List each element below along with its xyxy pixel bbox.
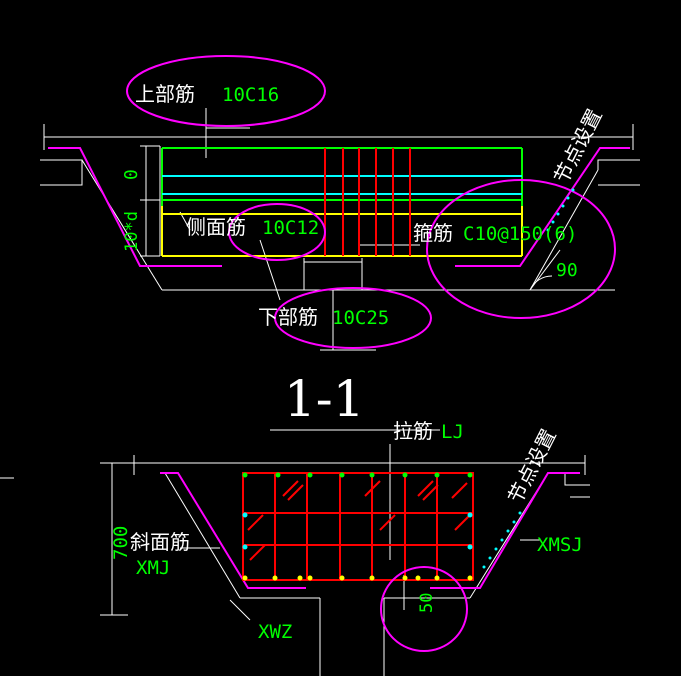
dim-50: 50 [417, 593, 437, 613]
section-title: 1-1 [284, 370, 365, 428]
top-bar-label: 上部筋 [135, 82, 195, 106]
tie-bar-label: 拉筋 [393, 419, 433, 443]
bottom-bottom-bar-dots [242, 575, 473, 581]
top-section: 上部筋 10C16 侧面筋 10C12 箍筋 C10@150(6) 下部筋 10… [40, 55, 640, 351]
side-bar-value: 10C12 [262, 217, 319, 239]
bottom-bar-value: 10C25 [332, 307, 389, 329]
side-bar-label: 侧面筋 [186, 215, 246, 239]
section-title-group: 1-1 [270, 370, 440, 431]
top-highlight-ellipses [126, 55, 616, 349]
top-stirrups [324, 148, 411, 256]
bottom-side-bar-dots [242, 511, 522, 569]
dim-height: 700 [110, 526, 132, 560]
top-bar-value: 10C16 [222, 84, 279, 106]
slope-bar-label: 斜面筋 [130, 530, 190, 554]
dim-10d: 10*d [122, 211, 142, 252]
bottom-slope-rebars [160, 472, 580, 589]
stirrup-label: 箍筋 [413, 221, 453, 245]
bottom-top-bar-dots [242, 472, 473, 478]
top-node-dots [546, 188, 575, 232]
dim-zero: 0 [121, 169, 142, 180]
slope-bar-value: XMJ [136, 557, 170, 579]
bottom-rebar-cage [242, 472, 474, 581]
bottom-node-setting: 节点设置 [503, 425, 561, 507]
bottom-highlight-ellipse [380, 566, 468, 652]
angle-label: 90 [556, 260, 578, 281]
tie-bar-value: LJ [441, 421, 464, 443]
bottom-concrete-outline [0, 444, 590, 676]
top-slope-rebars [48, 147, 630, 267]
top-concrete-outline [40, 108, 640, 351]
bottom-tie-hooks [247, 480, 471, 561]
bottom-bar-label: 下部筋 [258, 305, 318, 329]
stirrup-value: C10@150(6) [463, 223, 577, 245]
top-node-setting: 节点设置 [549, 105, 607, 187]
bottom-section: 拉筋 LJ 斜面筋 XMJ XMSJ XWZ 700 50 节点设置 [0, 419, 590, 676]
slope-outer-value: XWZ [258, 621, 292, 643]
slope-tie-value: XMSJ [537, 534, 583, 556]
